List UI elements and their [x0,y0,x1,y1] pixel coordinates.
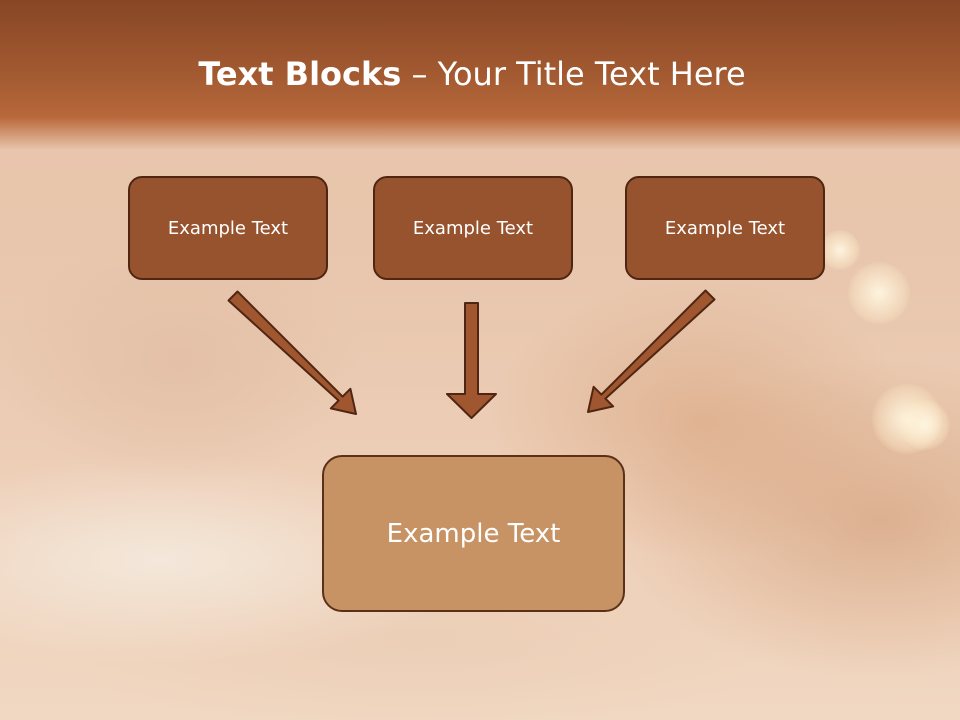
text-block-bottom[interactable]: Example Text [322,455,625,612]
text-block-label: Example Text [167,217,289,239]
page-title: Text Blocks – Your Title Text Here [0,52,944,96]
arrow-center-down [446,302,497,419]
text-block-top-center[interactable]: Example Text [373,176,573,280]
arrow-right-diagonal [587,289,716,413]
arrow-left-diagonal [227,290,357,415]
bokeh-light [848,262,910,324]
text-block-top-left[interactable]: Example Text [128,176,328,280]
title-bold: Text Blocks [198,55,402,93]
title-rest: Your Title Text Here [437,55,746,93]
text-block-label: Example Text [412,217,534,239]
title-dash: – [411,55,428,93]
text-block-top-right[interactable]: Example Text [625,176,825,280]
bokeh-light [820,230,860,270]
header-band [0,0,960,150]
bokeh-light [900,400,950,450]
text-block-label: Example Text [386,518,561,549]
text-block-label: Example Text [664,217,786,239]
